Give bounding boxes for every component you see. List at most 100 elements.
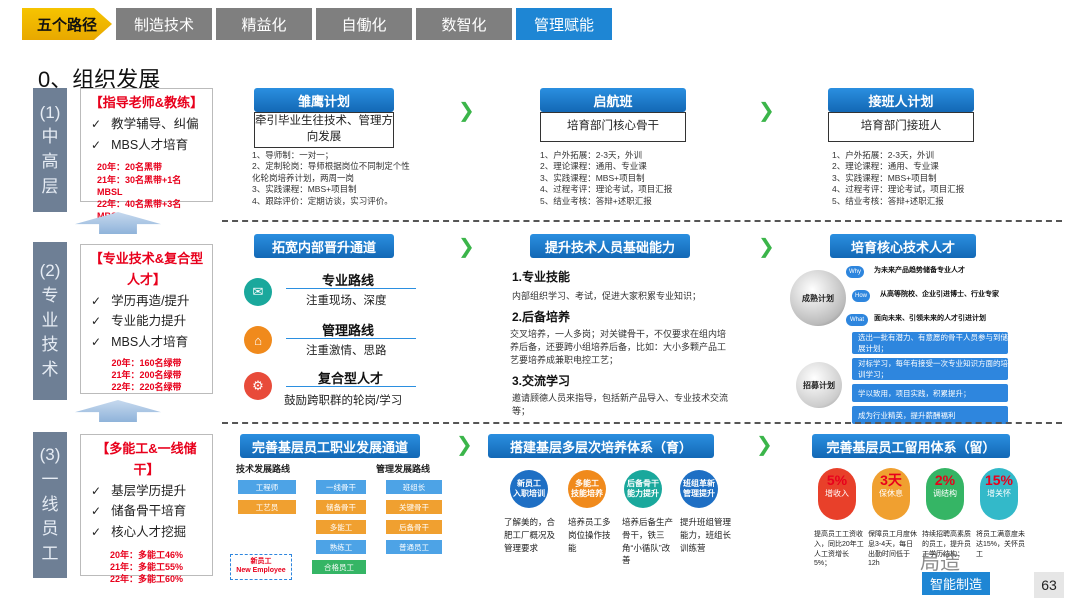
level-label-top: (1) 中 高 层 [33, 88, 67, 212]
level-target: 20年：20名黑带 [97, 162, 163, 173]
level-heading: 【指导老师&教练】 [89, 95, 204, 110]
tab-manufacturing[interactable]: 制造技术 [116, 8, 212, 40]
watermark-logo: 局造 [920, 552, 960, 574]
section-title: 完善基层员工留用体系（留） [812, 434, 1010, 458]
nav-path-label: 五个路径 [22, 8, 112, 40]
page-title: 0、组织发展 [38, 67, 161, 92]
paragraph: 内部组织学习、考试，促进大家积累专业知识； [512, 291, 702, 301]
level-heading: 【专业技术&复合型人才】 [89, 251, 204, 287]
level-box-bot: 【多能工&一线储干】 基层学历提升 储备骨干培育 核心人才挖掘 20年：多能工4… [80, 434, 213, 584]
flow-node: 合格员工 [312, 560, 366, 574]
paragraph: 交叉培养，一人多岗；对关键骨干，不仅要求在组内培养后备，还要跨小组培养后备，比如… [510, 329, 727, 366]
level-item: 专业能力提升 [87, 311, 206, 332]
flow-node: 后备骨干 [386, 520, 442, 534]
flow-node: 普通员工 [386, 540, 442, 554]
level-target: 21年：多能工55% [109, 562, 184, 573]
flow-node: 工程师 [238, 480, 296, 494]
section-title: 提升技术人员基础能力 [530, 234, 690, 258]
plan-sphere: 招募计划 [796, 362, 842, 408]
path-title: 管理路线 [322, 323, 375, 338]
section-title: 培育核心技术人才 [830, 234, 976, 258]
tab-lean[interactable]: 精益化 [216, 8, 312, 40]
divider [286, 338, 416, 339]
section-title: 雏鹰计划 [254, 88, 394, 112]
flow-node: 班组长 [386, 480, 442, 494]
step-pill: 对标学习，每年有接受一次专业知识方面的培训学习； [852, 358, 1008, 380]
divider [222, 422, 1062, 424]
subheading: 3.交流学习 [512, 374, 571, 388]
level-heading: 【多能工&一线储干】 [96, 441, 197, 477]
stage-desc: 提升班组管理能力，班组长训练营 [680, 517, 732, 553]
level-item: 学历再造/提升 [87, 291, 206, 312]
flow-node: 一线骨干 [316, 480, 366, 494]
retention-desc: 将员工满意度未达15%，关怀员工 [976, 531, 1026, 558]
plan-details: 1、导师制：一对一；2、定制轮岗：导师根据岗位不同制定个性化轮岗培养计划，两周一… [252, 150, 410, 206]
flow-node: 工艺员 [238, 500, 296, 514]
step-pill: 学以致用，项目实践，积累提升； [852, 384, 1008, 402]
subheading: 1.专业技能 [512, 270, 571, 284]
stage-desc: 了解美的，合肥工厂概况及管理要求 [504, 517, 556, 553]
chevron-right-icon: ❯ [458, 100, 475, 122]
divider [286, 386, 416, 387]
step-pill: 选出一批有潜力、有意愿的骨干人员参与到储展计划； [852, 332, 1008, 354]
level-item: 核心人才挖掘 [87, 522, 206, 543]
level-target: 20年：多能工46% [109, 549, 184, 560]
subheading: 2.后备培养 [512, 310, 571, 324]
retention-badge: 3天保休息 [872, 468, 910, 520]
retention-badge: 15%增关怀 [980, 468, 1018, 520]
level-box-mid: 【专业技术&复合型人才】 学历再造/提升 专业能力提升 MBS人才培育 20年：… [80, 244, 213, 394]
chevron-right-icon: ❯ [456, 434, 473, 456]
path-sub: 鼓励跨职群的轮岗/学习 [284, 395, 403, 407]
tab-digital[interactable]: 数智化 [416, 8, 512, 40]
level-target: 20年：160名绿带 [111, 357, 182, 368]
brand-label: 智能制造 [922, 572, 991, 595]
retention-badge: 2%调结构 [926, 468, 964, 520]
chevron-right-icon: ❯ [458, 236, 475, 258]
stage-circle: 多能工 技能培养 [568, 470, 606, 508]
stage-circle: 后备骨干 能力提升 [624, 470, 662, 508]
retention-desc: 提高员工工资收入，同比20年工人工资增长5%； [814, 531, 864, 568]
section-title: 搭建基层多层次培养体系（育） [488, 434, 714, 458]
flow-node: 关键骨干 [386, 500, 442, 514]
stage-desc: 培养后备生产骨干，铁三角“小循队”改善 [622, 517, 674, 566]
level-item: MBS人才培育 [87, 332, 206, 353]
level-box-top: 【指导老师&教练】 教学辅导、纠偏 MBS人才培育 20年：20名黑带 21年：… [80, 88, 213, 221]
level-target: 22年：220名绿带 [111, 382, 182, 393]
new-employee-box: 新员工 New Employee [230, 554, 292, 580]
up-arrow [75, 400, 161, 422]
home-icon: ⌂ [244, 326, 272, 354]
section-title: 接班人计划 [828, 88, 974, 112]
why-tag: Why [846, 266, 864, 278]
how-tag: How [852, 290, 870, 302]
flow-node: 多能工 [316, 520, 366, 534]
why-text: 面向未来、引领未来的人才引进计划 [874, 315, 986, 322]
plan-sphere: 成熟计划 [790, 270, 846, 326]
chevron-right-icon: ❯ [758, 100, 775, 122]
level-target: 21年：200名绿带 [111, 370, 182, 381]
level-item: MBS人才培育 [87, 135, 206, 156]
section-title: 完善基层员工职业发展通道 [240, 434, 420, 458]
step-pill: 成为行业精英，提升薪酬福利 [852, 406, 1008, 424]
goal-box: 培育部门核心骨干 [540, 112, 686, 142]
chevron-right-icon: ❯ [756, 434, 773, 456]
level-item: 基层学历提升 [87, 481, 206, 502]
level-target: 22年：多能工60% [109, 574, 184, 585]
level-item: 教学辅导、纠偏 [87, 114, 206, 135]
path-title: 专业路线 [322, 273, 375, 288]
tab-automation[interactable]: 自働化 [316, 8, 412, 40]
chevron-right-icon: ❯ [758, 236, 775, 258]
path-sub: 注重激情、思路 [306, 345, 387, 357]
level-target: 21年：30名黑带+1名MBSL [97, 174, 182, 197]
tab-management[interactable]: 管理赋能 [516, 8, 612, 40]
top-nav: 五个路径 制造技术 精益化 自働化 数智化 管理赋能 [22, 8, 612, 40]
stage-circle: 班组革新 管理提升 [680, 470, 718, 508]
flow-node: 储备骨干 [316, 500, 366, 514]
goal-box: 培育部门接班人 [828, 112, 974, 142]
path-title: 复合型人才 [318, 371, 384, 386]
retention-badge: 5%增收入 [818, 468, 856, 520]
level-label-bot: (3) 一 线 员 工 [33, 432, 67, 578]
flow-head: 技术发展路线 [236, 464, 291, 474]
why-text: 从高等院校、企业引进博士、行业专家 [880, 291, 999, 298]
